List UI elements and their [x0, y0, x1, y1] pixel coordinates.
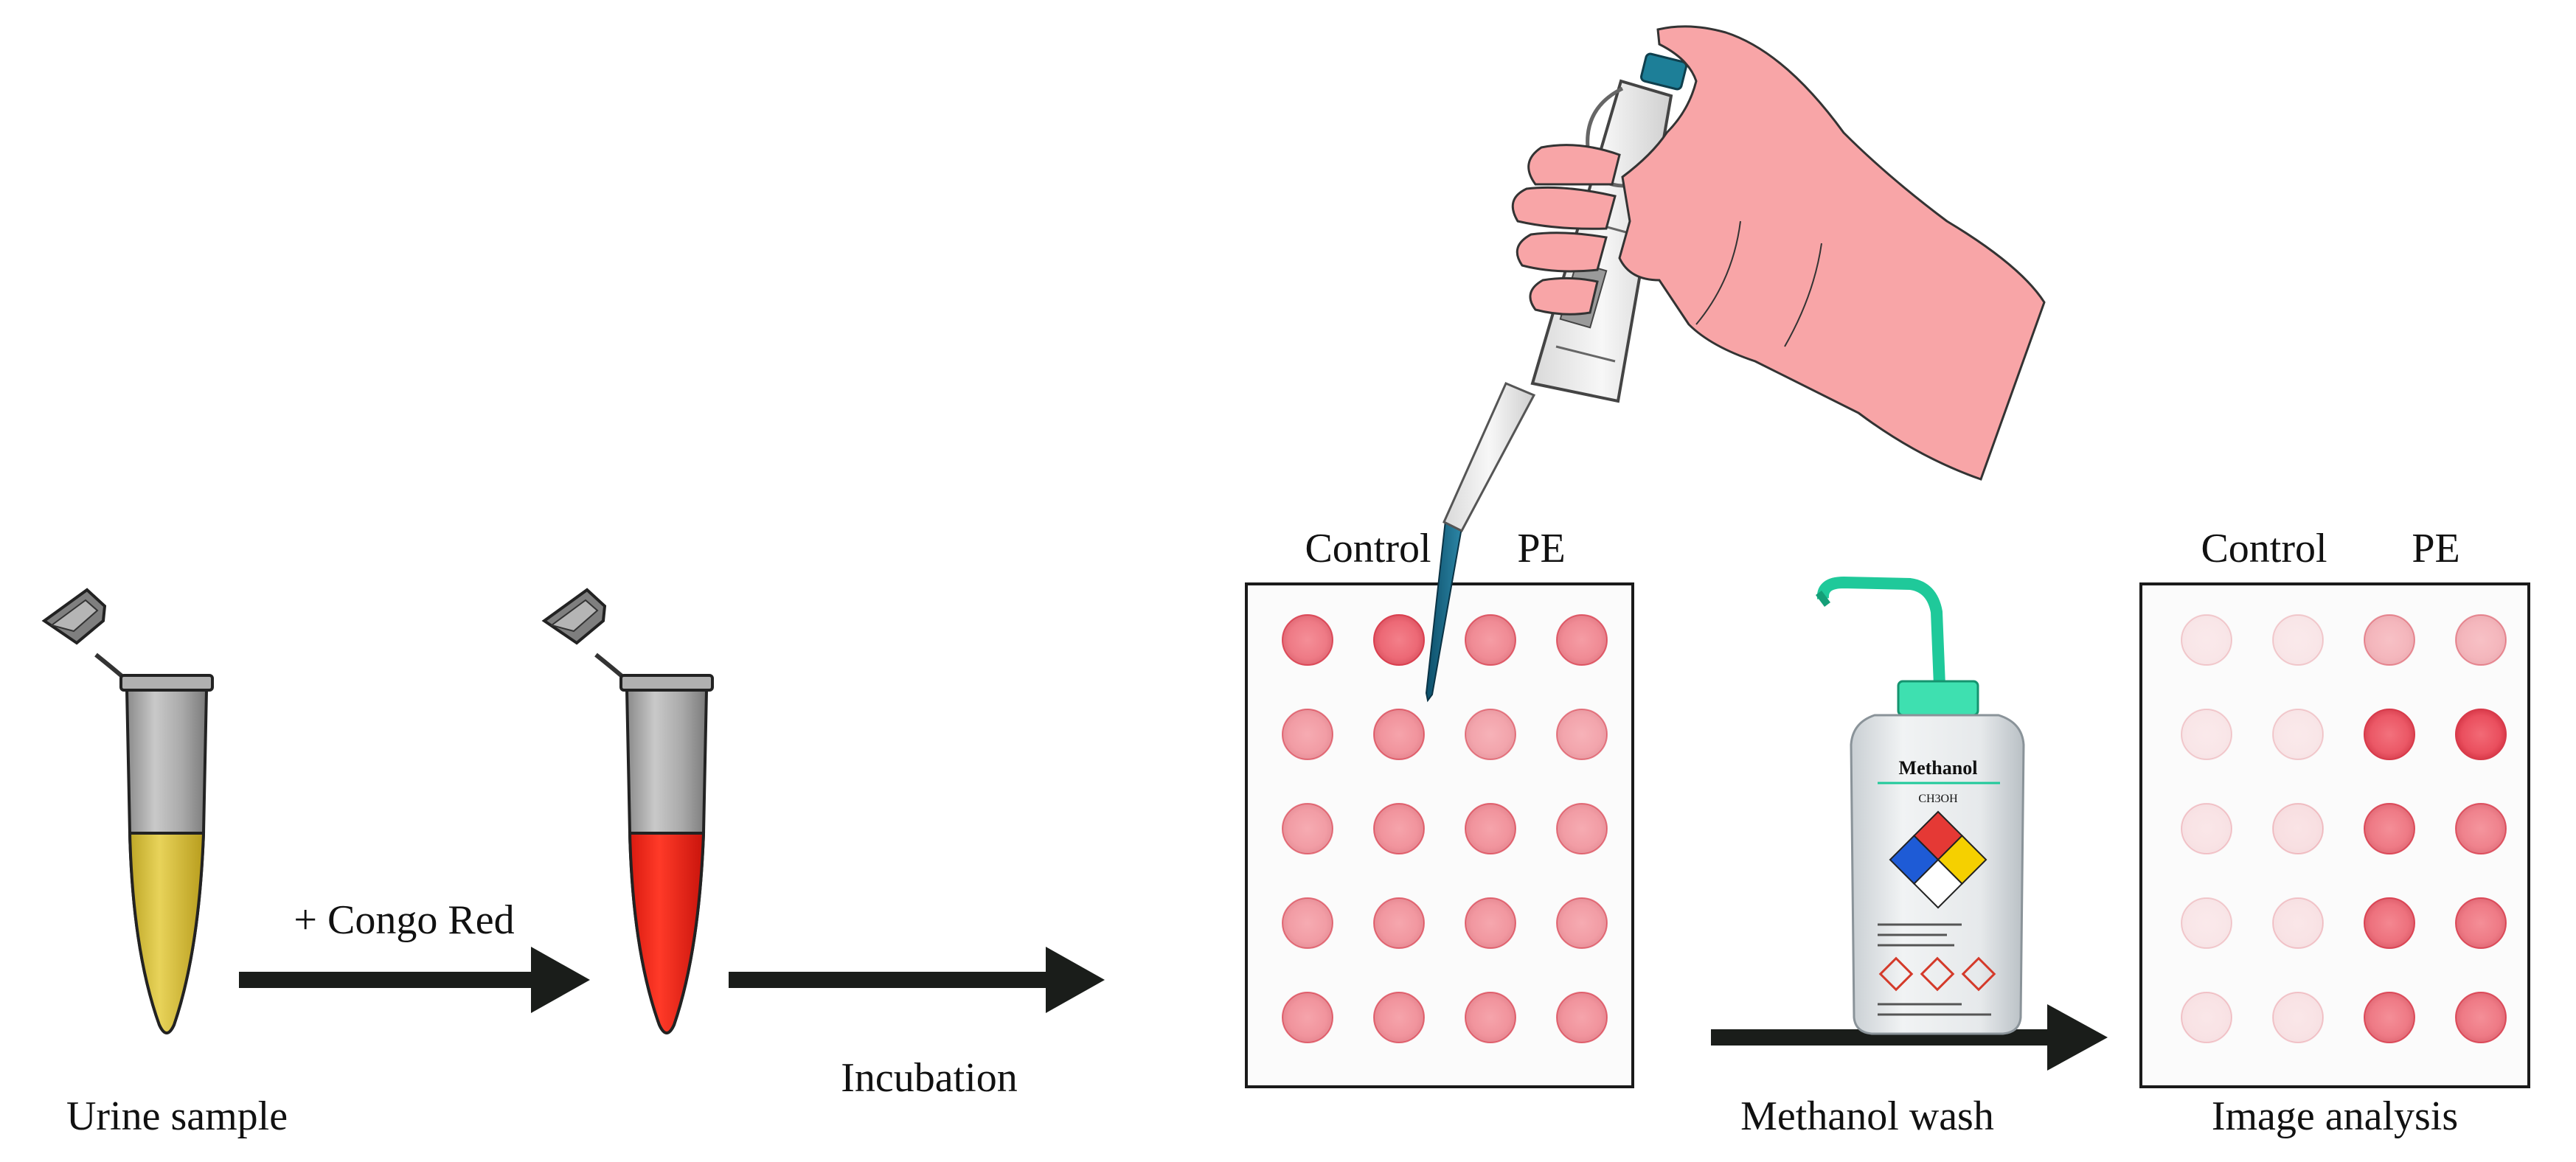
spot-r5-c4 [2455, 992, 2507, 1043]
spot-r1-c4 [2455, 614, 2507, 666]
spot-r1-c1 [1282, 614, 1333, 666]
arrow-1-icon [239, 947, 590, 1013]
spot-r1-c1 [2181, 614, 2232, 666]
image-analysis-label: Image analysis [2212, 1093, 2458, 1139]
spot-r1-c4 [1556, 614, 1608, 666]
plate-before-control-label: Control [1305, 526, 1431, 571]
plate-after-spots [2181, 614, 2507, 1043]
spot-r2-c4 [1556, 709, 1608, 760]
spot-r1-c2 [2272, 614, 2324, 666]
spot-r2-c2 [1373, 709, 1425, 760]
plate-before-wash [1245, 582, 1634, 1088]
spot-r4-c1 [2181, 897, 2232, 949]
urine-tube-icon [41, 588, 214, 1034]
spot-r5-c2 [1373, 992, 1425, 1043]
spot-r4-c2 [1373, 897, 1425, 949]
spot-r4-c2 [2272, 897, 2324, 949]
bottle-label: Methanol [1899, 757, 1978, 779]
hazard-diamond-icon [1889, 810, 1987, 909]
spot-r1-c3 [2364, 614, 2415, 666]
gloved-hand-icon [1511, 25, 2046, 481]
plate-before-spots [1282, 614, 1608, 1043]
spot-r3-c3 [2364, 803, 2415, 855]
plate-after-pe-label: PE [2412, 526, 2459, 571]
spot-r4-c3 [2364, 897, 2415, 949]
spot-r2-c3 [2364, 709, 2415, 760]
wash-bottle-icon: Methanol CH3OH [1816, 576, 2025, 1035]
spot-r3-c2 [2272, 803, 2324, 855]
spot-r4-c3 [1465, 897, 1516, 949]
urine-sample-label: Urine sample [66, 1093, 288, 1139]
spot-r1-c3 [1465, 614, 1516, 666]
spot-r4-c1 [1282, 897, 1333, 949]
spot-r5-c2 [2272, 992, 2324, 1043]
add-dye-label: + Congo Red [294, 897, 514, 943]
spot-r3-c4 [1556, 803, 1608, 855]
spot-r3-c1 [2181, 803, 2232, 855]
congo-red-tube-icon [541, 588, 714, 1034]
bottle-sublabel: CH3OH [1918, 793, 1958, 805]
spot-r5-c4 [1556, 992, 1608, 1043]
spot-r2-c3 [1465, 709, 1516, 760]
hazard-pictograms-icon [1878, 956, 1996, 992]
spot-r3-c3 [1465, 803, 1516, 855]
methanol-wash-label: Methanol wash [1740, 1093, 1994, 1139]
spot-r5-c3 [2364, 992, 2415, 1043]
spot-r2-c4 [2455, 709, 2507, 760]
spot-r5-c1 [2181, 992, 2232, 1043]
spot-r1-c2 [1373, 614, 1425, 666]
spot-r5-c1 [1282, 992, 1333, 1043]
plate-before-pe-label: PE [1517, 526, 1565, 571]
arrow-2-icon [729, 947, 1105, 1013]
spot-r4-c4 [2455, 897, 2507, 949]
plate-after-wash [2139, 582, 2530, 1088]
spot-r2-c1 [2181, 709, 2232, 760]
incubation-label: Incubation [841, 1055, 1017, 1101]
spot-r3-c4 [2455, 803, 2507, 855]
spot-r5-c3 [1465, 992, 1516, 1043]
spot-r3-c2 [1373, 803, 1425, 855]
plate-after-control-label: Control [2201, 526, 2327, 571]
spot-r3-c1 [1282, 803, 1333, 855]
spot-r4-c4 [1556, 897, 1608, 949]
spot-r2-c1 [1282, 709, 1333, 760]
spot-r2-c2 [2272, 709, 2324, 760]
